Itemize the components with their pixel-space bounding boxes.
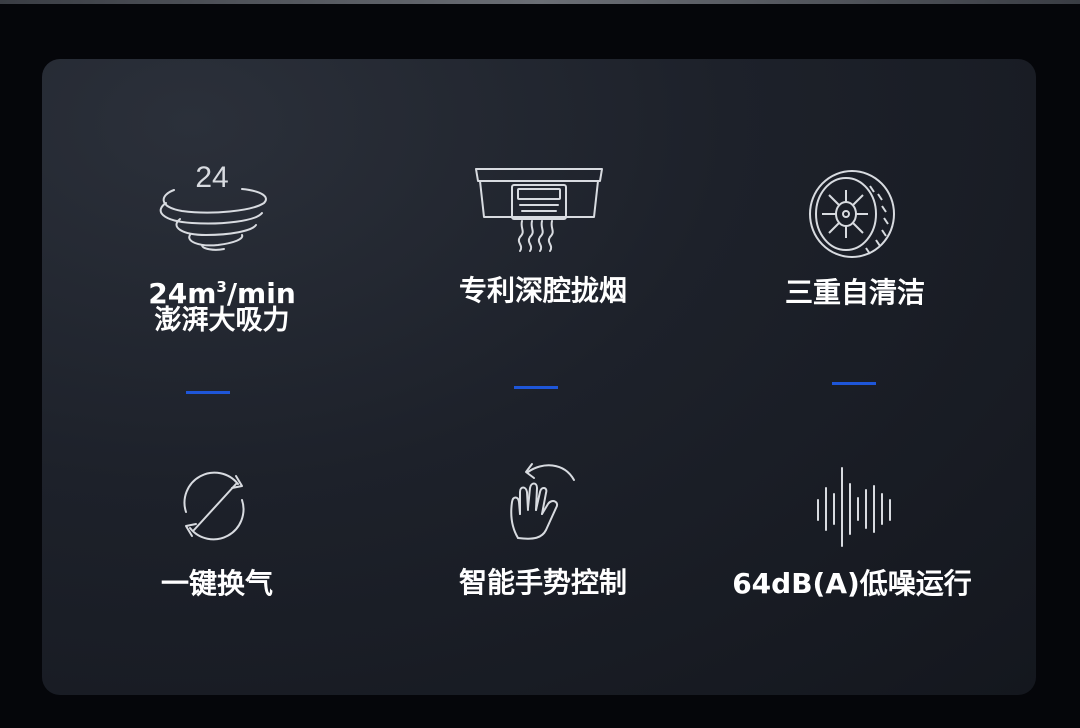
airflow-24-icon: 24 <box>159 161 267 251</box>
air-exchange-icon <box>183 471 245 541</box>
top-strip <box>0 0 1080 4</box>
features-panel <box>42 59 1036 695</box>
suction-value-suffix: /min <box>226 277 296 310</box>
divider-3 <box>832 382 876 385</box>
noise-label: 64dB(A)低噪运行 <box>732 567 972 600</box>
suction-label: 澎湃大吸力 <box>154 305 290 336</box>
airflow-24-number: 24 <box>195 161 228 194</box>
divider-2 <box>514 386 558 389</box>
clean-label: 三重自清洁 <box>784 276 926 309</box>
range-hood-icon <box>475 168 603 252</box>
sound-wave-icon <box>817 467 891 547</box>
hand-wave-icon <box>510 463 575 540</box>
suction-value-sup: 3 <box>216 278 227 296</box>
suction-value-prefix: 24m <box>148 277 217 310</box>
suction-value: 24m3/min <box>148 270 296 311</box>
air-label: 一键换气 <box>160 567 274 600</box>
gesture-label: 智能手势控制 <box>458 566 628 599</box>
smoke-label: 专利深腔拢烟 <box>458 274 628 307</box>
divider-1 <box>186 391 230 394</box>
fan-wheel-icon <box>809 170 895 258</box>
